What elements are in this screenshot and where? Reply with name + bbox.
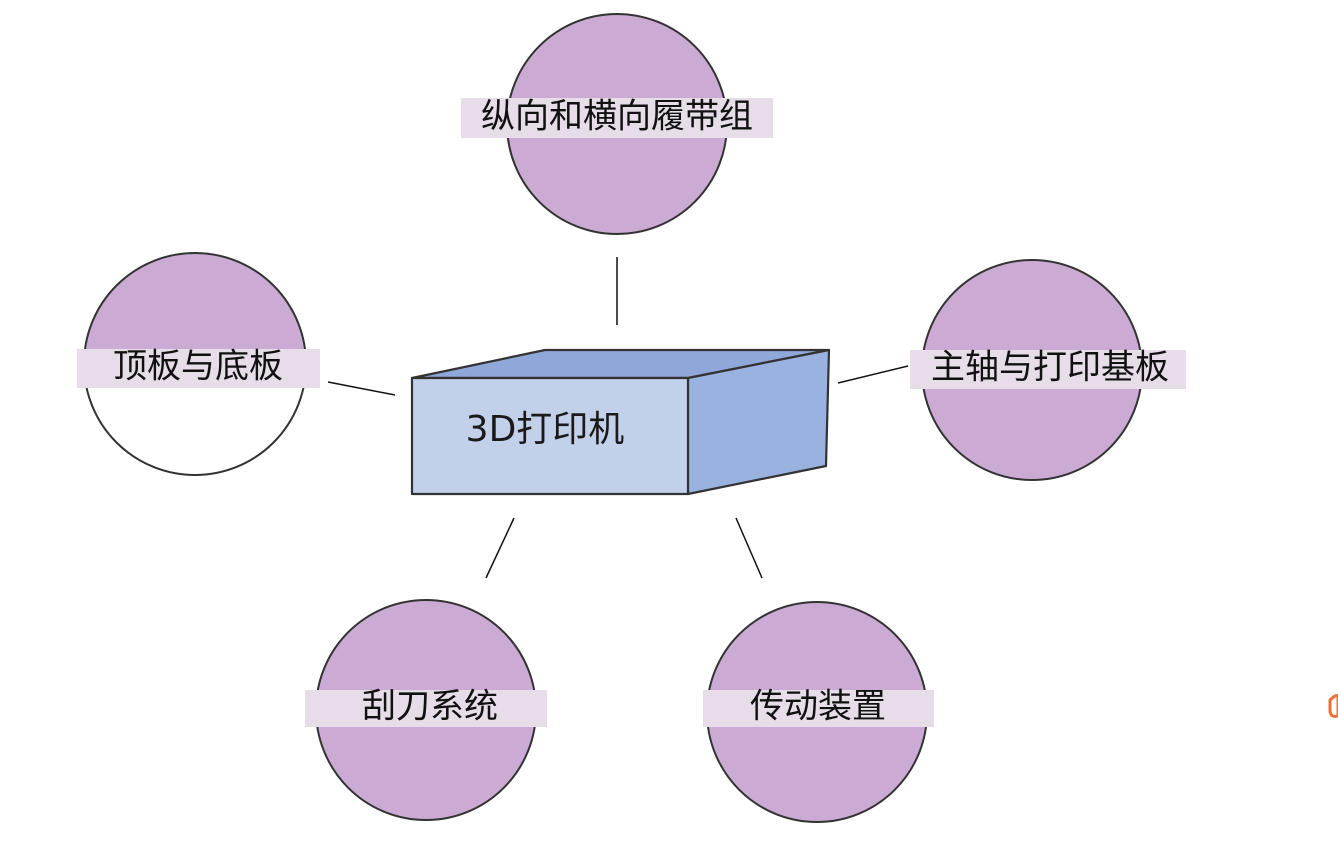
node-bottom-right: 传动装置 [703, 601, 934, 823]
edge-watermark-fragment [1328, 694, 1338, 718]
node-top: 纵向和横向履带组 [461, 13, 773, 235]
connector-left [327, 381, 396, 396]
node-left-label-band [77, 349, 320, 388]
node-left-label: 顶板与底板 [113, 347, 283, 387]
node-bottom-left-label-band [305, 690, 547, 727]
connector-right [837, 365, 909, 384]
center-box-label: 3D打印机 [466, 409, 625, 450]
node-bottom-right-label-band [703, 690, 934, 727]
node-right-label-band [910, 350, 1186, 389]
center-box-front [410, 376, 690, 496]
node-right-label: 主轴与打印基板 [931, 348, 1169, 388]
connector-bottom-left [485, 517, 515, 579]
node-bottom-left-label: 刮刀系统 [362, 687, 498, 727]
connectors [327, 257, 909, 579]
node-bottom-right-label: 传动装置 [750, 687, 886, 727]
node-right: 主轴与打印基板 [910, 259, 1186, 481]
connector-bottom-right [735, 517, 763, 579]
node-top-label-band [461, 98, 773, 138]
node-left-circle-fill [84, 253, 306, 365]
node-bottom-left: 刮刀系统 [305, 599, 547, 821]
center-box: 3D打印机 [410, 348, 831, 496]
node-left: 顶板与底板 [77, 252, 320, 476]
node-top-label: 纵向和横向履带组 [481, 97, 753, 137]
